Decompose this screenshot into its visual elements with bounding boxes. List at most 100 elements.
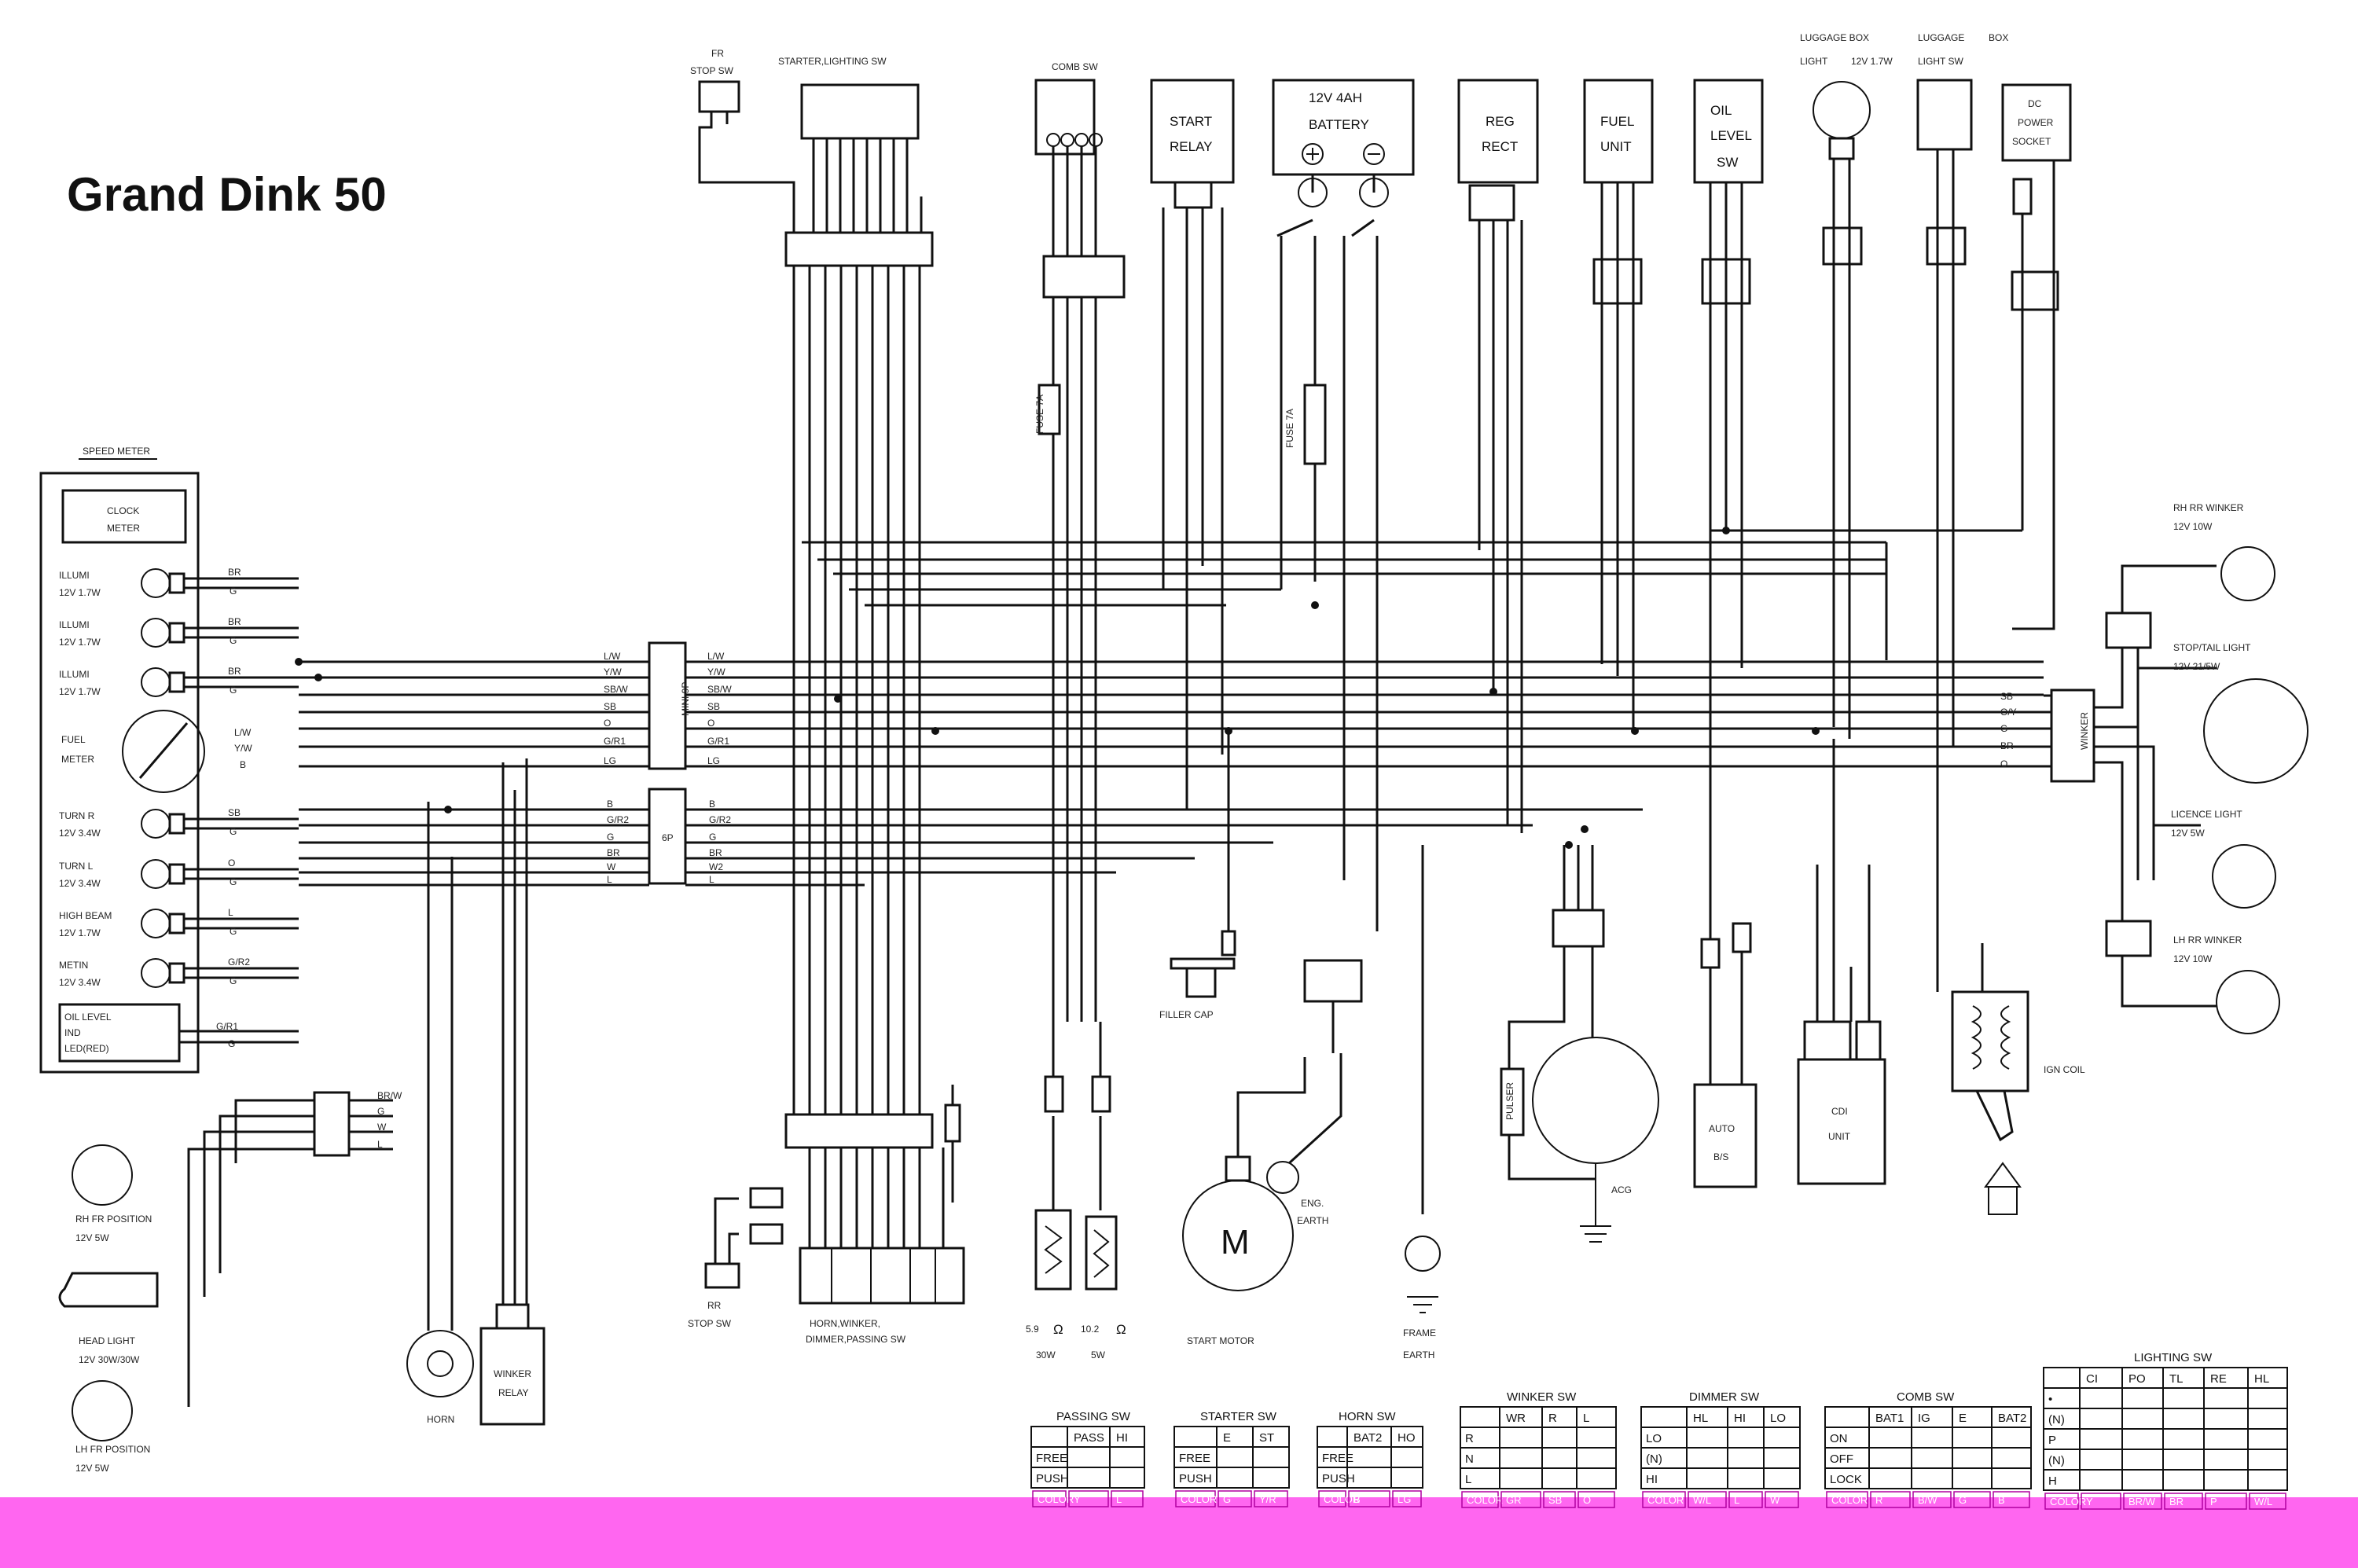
- switch-table-color-cell: [2123, 1493, 2162, 1510]
- start-relay: START RELAY: [1150, 79, 1235, 810]
- rear-light-name: LICENCE LIGHT: [2171, 809, 2242, 820]
- meter-lamp-name: HIGH BEAM: [59, 910, 112, 921]
- svg-text:WINKER: WINKER: [2079, 712, 2090, 750]
- start-motor: M START MOTOR ENG. EARTH: [1182, 959, 1363, 1346]
- switch-table-color-label: B: [1353, 1493, 1361, 1505]
- comb-switch-top: COMB SW: [1034, 61, 1103, 156]
- switch-table-row-label: FREE: [1322, 1452, 1353, 1465]
- svg-text:BATTERY: BATTERY: [1309, 117, 1369, 132]
- switch-table-color-label: COLOR: [1324, 1493, 1360, 1505]
- fuel-meter: FUEL METER L/W Y/W B: [61, 710, 252, 793]
- svg-text:HORN,WINKER,: HORN,WINKER,: [810, 1318, 880, 1329]
- switch-table-color-label: BR/W: [2128, 1496, 2156, 1507]
- switch-table-color-label: B/W: [1918, 1494, 1937, 1506]
- meter-lamp-name: METIN: [59, 960, 88, 971]
- svg-text:5W: 5W: [1091, 1350, 1106, 1361]
- svg-text:FR: FR: [711, 48, 724, 59]
- auto-bystarter: AUTO B/S: [1693, 922, 1757, 1188]
- switch-table-col-label: PASS: [1074, 1431, 1104, 1445]
- connector-9p-wire-label: L/W: [604, 651, 621, 662]
- connector-9p-wire-label: G/R1: [707, 736, 729, 747]
- switch-table-frame: [1030, 1426, 1145, 1489]
- meter-lamp-wire-color: BR: [228, 616, 241, 627]
- switch-table-row-label: HI: [1646, 1473, 1658, 1486]
- meter-lamp-name: ILLUMI: [59, 570, 90, 581]
- meter-lamp-socket: [168, 813, 185, 835]
- connector-9p-wire-label: LG: [707, 755, 720, 766]
- connector-9p-wire-label: G/R1: [604, 736, 626, 747]
- switch-table-title: HORN SW: [1339, 1410, 1396, 1423]
- switch-table-color-cell: [1254, 1490, 1288, 1507]
- switch-table-color-cell: [2044, 1493, 2079, 1510]
- starter-lighting-switch: STARTER,LIGHTING SW: [778, 56, 920, 196]
- svg-text:DC: DC: [2028, 98, 2042, 109]
- connector-6p-wire-label: B: [709, 799, 715, 810]
- acg-generator: PULSER ACG: [1500, 845, 1659, 1243]
- svg-text:G: G: [228, 1038, 235, 1049]
- switch-table-color-label: COLOR: [1467, 1494, 1503, 1506]
- svg-text:FUSE 7A: FUSE 7A: [1284, 409, 1295, 448]
- resistors: 5.9 Ω 30W 10.2 Ω 5W: [1026, 1022, 1126, 1361]
- svg-text:RELAY: RELAY: [498, 1387, 528, 1398]
- svg-text:CDI: CDI: [1831, 1106, 1848, 1117]
- rear-connector-wire-label: G: [2000, 723, 2007, 734]
- svg-text:M: M: [1221, 1223, 1250, 1261]
- connector-6p-wire-label: W2: [709, 861, 723, 872]
- meter-lamp-spec: 12V 3.4W: [59, 828, 101, 839]
- switch-table-row-label: LO: [1646, 1432, 1662, 1445]
- switch-table-color-cell: [2205, 1493, 2247, 1510]
- switch-table-frame: [1317, 1426, 1423, 1489]
- front-connector-wire-label: W: [377, 1122, 387, 1133]
- switch-table-color-cell: [1870, 1491, 1911, 1508]
- switch-table-color-label: Y/R: [1259, 1493, 1276, 1505]
- connector-9p-wire-label: L/W: [707, 651, 725, 662]
- switch-table-col-label: TL: [2169, 1372, 2184, 1386]
- switch-table-row-label: N: [1465, 1452, 1474, 1466]
- switch-table-row-label: P: [2048, 1434, 2056, 1447]
- svg-text:STOP SW: STOP SW: [688, 1318, 732, 1329]
- svg-text:G/R1: G/R1: [216, 1021, 238, 1032]
- switch-table-color-cell: [1111, 1490, 1144, 1507]
- svg-text:SPEED METER: SPEED METER: [83, 446, 150, 457]
- switch-table-color-label: G: [1959, 1494, 1967, 1506]
- meter-lamp-name: TURN L: [59, 861, 94, 872]
- svg-text:DIMMER,PASSING SW: DIMMER,PASSING SW: [806, 1334, 906, 1345]
- switch-table-color-label: W/L: [2254, 1496, 2272, 1507]
- svg-text:MINI 9P: MINI 9P: [680, 682, 691, 716]
- comb-switch-connector: FUSE 7A: [1034, 146, 1126, 1037]
- rear-lights: [2094, 546, 2308, 1034]
- connector-9p-wire-label: SB: [707, 701, 720, 712]
- switch-table-color-cell: [2081, 1493, 2121, 1510]
- switch-table-col-label: IG: [1918, 1412, 1930, 1425]
- svg-text:STOP SW: STOP SW: [690, 65, 734, 76]
- switch-table-color-label: COLOR: [1038, 1493, 1074, 1505]
- dc-power-socket: DC POWER SOCKET: [2001, 83, 2072, 630]
- connector-6p-wire-label: W: [607, 861, 616, 872]
- svg-text:STARTER,LIGHTING SW: STARTER,LIGHTING SW: [778, 56, 887, 67]
- rear-connector-wire-label: O/Y: [2000, 707, 2017, 718]
- rear-light-spec: 12V 5W: [2171, 828, 2205, 839]
- svg-text:B: B: [240, 759, 246, 770]
- connector-9p-wire-label: O: [604, 718, 611, 729]
- meter-lamp-spec: 12V 1.7W: [59, 927, 101, 938]
- svg-text:Y/W: Y/W: [234, 743, 252, 754]
- connector-9p-wire-label: O: [707, 718, 714, 729]
- switch-table-color-cell: [1912, 1491, 1952, 1508]
- svg-text:Ω: Ω: [1053, 1322, 1063, 1337]
- ignition-coil: IGN COIL: [1936, 927, 2085, 1215]
- switch-table-color-label: BR: [2169, 1496, 2184, 1507]
- rear-connector: WINKER: [2050, 689, 2095, 783]
- svg-text:METER: METER: [61, 754, 94, 765]
- svg-text:FILLER CAP: FILLER CAP: [1159, 1009, 1214, 1020]
- switch-table-col-label: BAT1: [1875, 1412, 1904, 1425]
- switch-table-row-label: (N): [2048, 1454, 2065, 1467]
- diagram-title: Grand Dink 50: [67, 168, 387, 221]
- meter-lamp-wire: [184, 868, 299, 880]
- switch-table-col-label: HO: [1398, 1431, 1416, 1445]
